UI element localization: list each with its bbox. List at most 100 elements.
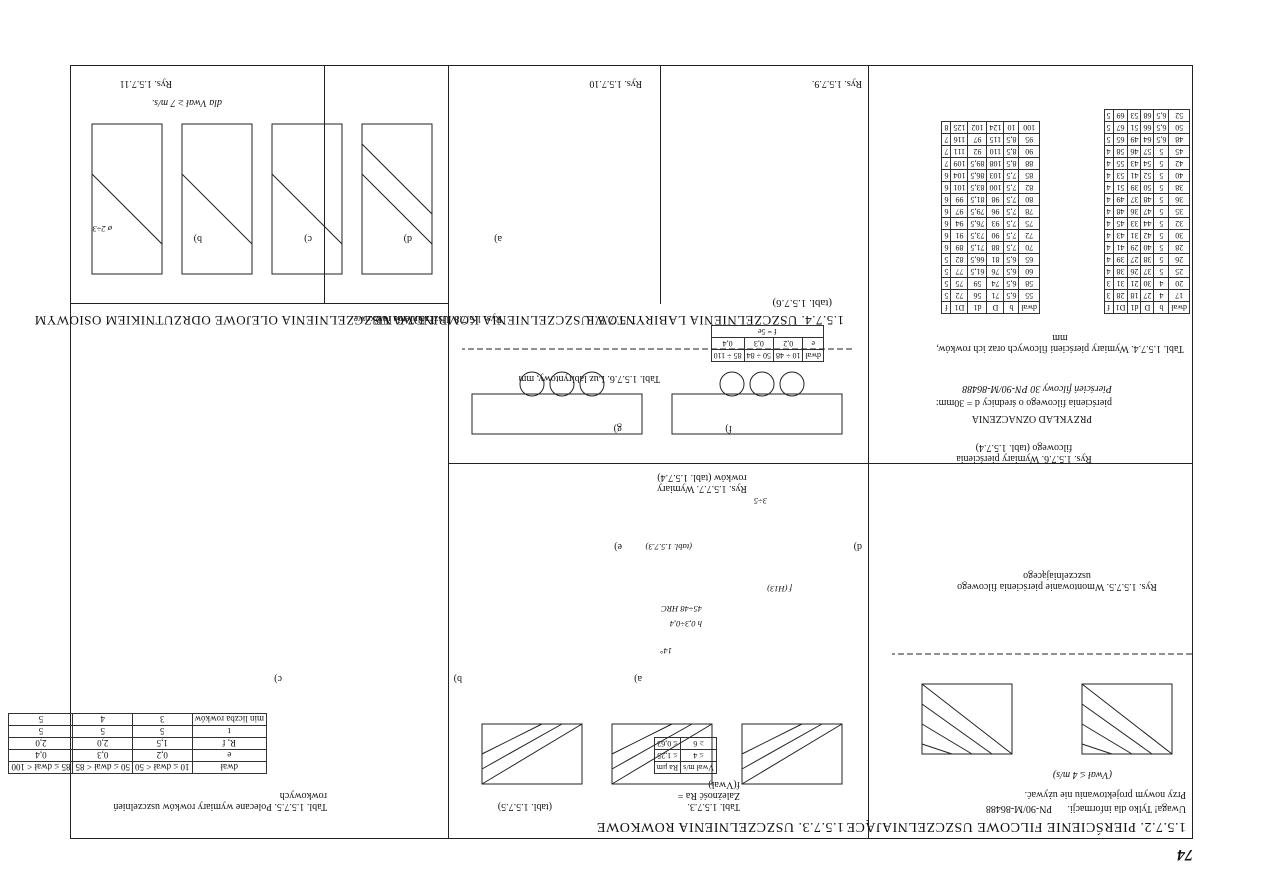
table-cell: 4 (1104, 253, 1114, 266)
table-header: D (986, 301, 1004, 314)
table-cell: 4 (1104, 145, 1114, 158)
table-cell: 4 (1104, 265, 1114, 278)
table-cell: R, f (192, 737, 267, 750)
hrc-note: 45÷48 HRC (661, 604, 702, 614)
table-cell: 39 (1113, 253, 1128, 266)
table-cell: 91 (950, 229, 968, 242)
table-cell: 71 (986, 289, 1004, 302)
table-cell: 93 (986, 217, 1004, 230)
designation-line-1: pierścienia filcowego o średnicy d = 30m… (935, 397, 1112, 408)
table-cell: 5 (8, 725, 73, 738)
table-cell: 94 (950, 217, 968, 230)
table-cell: 49 (1113, 193, 1128, 206)
table-cell: 0,4 (8, 749, 73, 762)
table-cell: 5 (1153, 241, 1169, 254)
table-cell: 4 (1153, 289, 1169, 302)
table-cell: 66,5 (967, 253, 987, 266)
table-cell: 77 (950, 265, 968, 278)
table-cell: 39 (1127, 181, 1141, 194)
rys-1575-caption: Rys. 1.5.7.5. Wmontowanie pierścienia fi… (957, 570, 1157, 592)
table-cell: 5 (1153, 265, 1169, 278)
table-cell: 116 (950, 133, 968, 146)
table-cell: 95 (1018, 133, 1040, 146)
table-cell: 3 (1104, 277, 1114, 290)
table-header: 85 ≤ dwał < 100 (8, 761, 73, 774)
tabl-1575-ref: (tabl. 1.5.7.5) (497, 801, 552, 812)
table-cell: 75 (950, 277, 968, 290)
table-cell: 4 (1153, 277, 1169, 290)
table-cell: 52 (1140, 169, 1154, 182)
rys-1577-caption: Rys. 1.5.7.7. Wymiary rowków (tabl. 1.5.… (657, 472, 747, 494)
table-cell: 109 (950, 157, 968, 170)
table-cell: 5 (941, 253, 951, 266)
column-divider-1 (867, 65, 869, 839)
table-header: b (1153, 301, 1169, 314)
table-cell: 52 (1168, 109, 1190, 122)
table-cell: 4 (72, 713, 133, 726)
table-cell: 41 (1127, 169, 1141, 182)
table-cell: 68 (1140, 109, 1154, 122)
table-cell: 4 (1104, 229, 1114, 242)
table-cell: 8,5 (1003, 157, 1019, 170)
table-cell: 85 (1018, 169, 1040, 182)
table-cell: 27 (1127, 253, 1141, 266)
tabl-1575-caption: Tabl. 1.5.7.5. Polecane wymiary rowków u… (113, 790, 327, 812)
table-cell: 6,5 (1003, 277, 1019, 290)
table-cell: 30 (1140, 277, 1154, 290)
table-cell: 5 (1104, 121, 1114, 134)
table-cell: 3 (132, 713, 193, 726)
table-cell: 66 (1140, 121, 1154, 134)
table-cell: 55 (1113, 157, 1128, 170)
table-cell: 78 (1018, 205, 1040, 218)
table-cell: 4 (1104, 205, 1114, 218)
table-cell: 5 (1153, 145, 1169, 158)
table-cell: 6 (941, 181, 951, 194)
table-cell: 6,5 (1153, 121, 1169, 134)
table-cell: 42 (1168, 157, 1190, 170)
table-cell: 5 (941, 265, 951, 278)
table-cell: 100 (986, 181, 1004, 194)
table-cell: 36 (1168, 193, 1190, 206)
table-cell: 25 (1168, 265, 1190, 278)
table-cell: 82 (950, 253, 968, 266)
table-cell: 43 (1113, 229, 1128, 242)
table-cell: 5 (1153, 205, 1169, 218)
table-cell: 26 (1168, 253, 1190, 266)
table-cell: e (192, 749, 267, 762)
rys-1578-fg-drawing (462, 348, 852, 435)
table-cell: 4 (1104, 181, 1114, 194)
table-header: d1 (1127, 301, 1141, 314)
table-cell: 7,5 (1003, 181, 1019, 194)
table-cell: 6,5 (1003, 289, 1019, 302)
table-cell: 67 (1113, 121, 1128, 134)
table-cell: 53 (1127, 109, 1141, 122)
table-cell: 5 (941, 277, 951, 290)
table-cell: 18 (1127, 289, 1141, 302)
table-cell: 50 (1168, 121, 1190, 134)
row-divider-right (70, 302, 449, 304)
table-cell: 46 (1127, 145, 1141, 158)
table-header: d1 (967, 301, 987, 314)
table-cell: 38 (1113, 265, 1128, 278)
tab-ref-label: (tabl. 1.5.7.3) (645, 542, 692, 552)
table-cell: 7,5 (1003, 241, 1019, 254)
table-cell: 99 (950, 193, 968, 206)
table-cell: 48 (1113, 205, 1128, 218)
table-cell: 40 (1140, 241, 1154, 254)
table-cell: 45 (1113, 217, 1128, 230)
table-cell: 100 (1018, 121, 1040, 134)
table-cell: 45 (1168, 145, 1190, 158)
column-divider-3 (659, 65, 661, 304)
table-cell: 28 (1168, 241, 1190, 254)
